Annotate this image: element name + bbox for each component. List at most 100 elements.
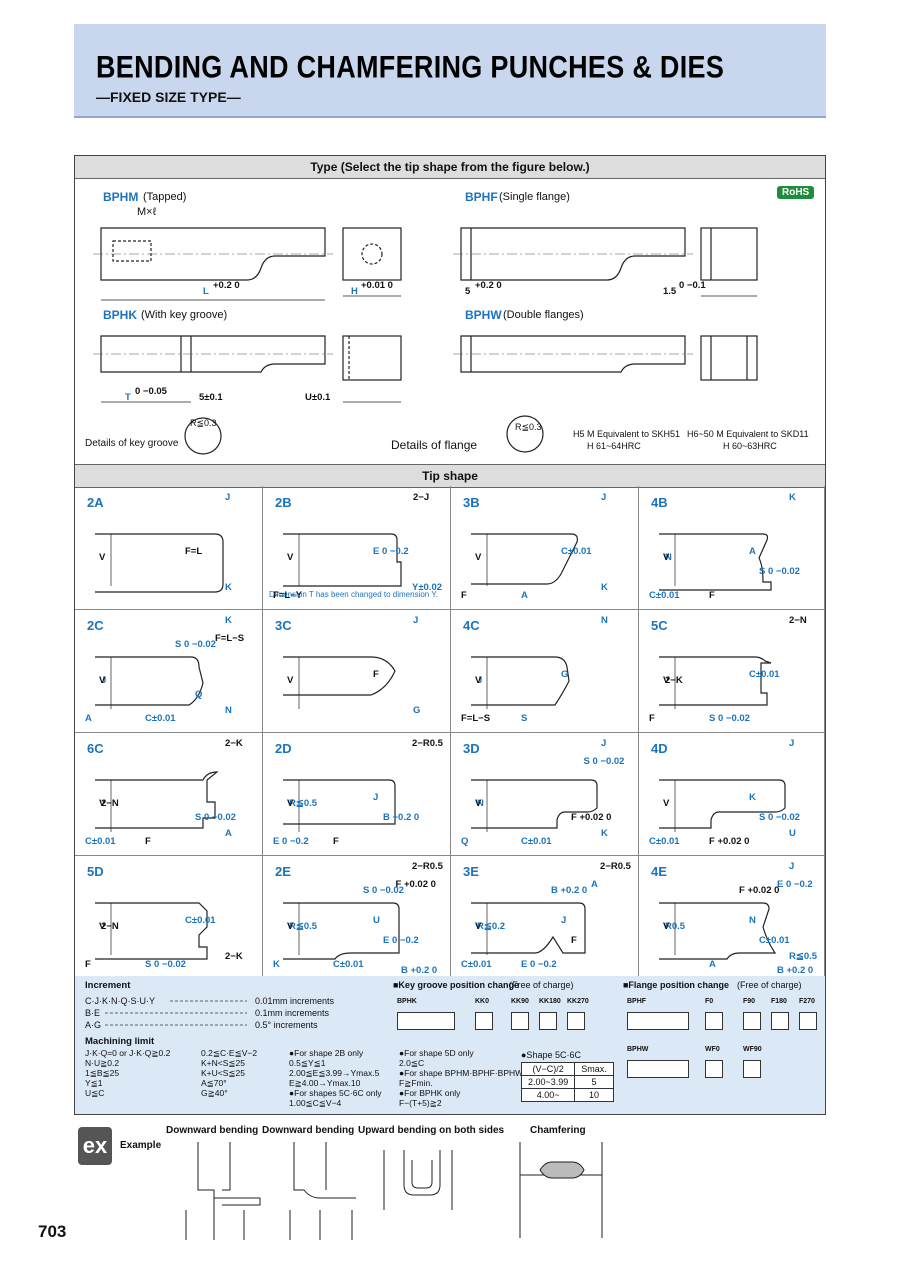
kg-option-label: KK270: [567, 998, 589, 1005]
tip-shape-drawing: [283, 656, 396, 709]
tip-label: 2−K: [665, 675, 683, 686]
kg-change-title: ■Key groove position change: [393, 980, 519, 990]
tip-label: E 0 −0.2: [373, 546, 409, 557]
tip-label: N: [749, 915, 756, 926]
tip-shape-drawing: [659, 533, 772, 591]
tip-label: J: [789, 861, 795, 872]
machining-col4-line: ●For shape 5D only: [399, 1048, 474, 1058]
bphk-desc: (With key groove): [141, 309, 228, 321]
tip-outline: [95, 533, 224, 593]
tip-label: V: [287, 552, 294, 563]
tip-label: R≦0.5: [289, 921, 318, 932]
tip-label: N: [601, 615, 608, 626]
tip-label: 2−N: [101, 921, 119, 932]
bphm-H-tol: +0.01 0: [361, 280, 393, 291]
flange-option-shape: [743, 1060, 761, 1078]
bphk-five: 5±0.1: [199, 392, 223, 403]
bphf-5: 5: [465, 286, 471, 297]
tip-outline: [283, 533, 402, 587]
flange-option-shape: [627, 1060, 689, 1078]
tip-label: S: [521, 713, 528, 724]
tip-code: 6C: [87, 741, 104, 756]
tip-label: K: [749, 792, 756, 803]
tip-label: B +0.2 0: [551, 885, 588, 896]
bphw-code: BPHW: [465, 308, 502, 322]
tip-label: S 0 −0.02: [759, 566, 800, 577]
tip-label: 2−R0.5: [412, 738, 443, 749]
tip-shape-drawing: [95, 771, 219, 832]
tip-label: F +0.02 0: [709, 836, 750, 847]
r03-b: R≦0.3: [515, 422, 542, 432]
kg-option-label: BPHK: [397, 998, 417, 1005]
machining-col2-line: K+U<S≦25: [201, 1068, 245, 1078]
tip-shape-drawing: [471, 779, 598, 832]
tip-label: K: [225, 615, 232, 626]
tip-label: F: [145, 836, 151, 847]
tip-code: 3E: [463, 864, 479, 879]
bphk-code: BPHK: [103, 308, 138, 322]
machining-col1-line: Y≦1: [85, 1078, 103, 1088]
fl-change-title: ■Flange position change: [623, 980, 729, 990]
tip-code: 4C: [463, 618, 480, 633]
example-cap-1: Downward bending: [262, 1125, 355, 1136]
tip-label: S 0 −0.02: [759, 812, 800, 823]
machining-col4-line: F−(T+5)≧2: [399, 1098, 442, 1108]
tip-label: V: [287, 921, 294, 932]
tip-outline: [471, 902, 586, 954]
tip-outline: [659, 656, 772, 706]
tip-code: 5D: [87, 864, 104, 879]
kg-option-label: KK90: [511, 998, 529, 1005]
tip-label: V: [287, 675, 294, 686]
tip-shape-drawing: [471, 656, 570, 709]
machining-col3-line: ●For shape 2B only: [289, 1048, 364, 1058]
tip-label: R≦0.5: [289, 798, 318, 809]
fl-change-note: (Free of charge): [737, 980, 802, 990]
tip-code: 3B: [463, 495, 480, 510]
machining-col3-line: 0.5≦Y≦1: [289, 1058, 326, 1068]
tip-label: N: [225, 705, 232, 716]
flange-option-shape: [771, 1012, 789, 1030]
spec-info-panel: Increment C·J·K·N·Q·S·U·Y 0.01mm increme…: [75, 976, 825, 1114]
tip-label: B +0.2 0: [777, 965, 814, 976]
machining-col1-line: 1≦B≦25: [85, 1068, 120, 1078]
tip-label: F +0.02 0: [739, 885, 780, 896]
machining-col4-line: 2.0≦C: [399, 1058, 425, 1068]
increment-arrows: [105, 1000, 247, 1026]
tip-label: 2−K: [225, 951, 243, 962]
tip-label: F=L−Y: [273, 590, 303, 601]
tip-label: K: [273, 959, 280, 970]
flange-option-label: WF90: [743, 1046, 762, 1053]
tip-label: J: [601, 492, 607, 503]
bphm-L-tol: +0.2 0: [213, 280, 240, 291]
tip-label: A: [85, 713, 92, 724]
machining-col3-line: 2.00≦E≦3.99→Ymax.5: [289, 1068, 380, 1078]
bphk-T-tol: 0 −0.05: [135, 386, 167, 397]
key-groove-detail: Details of key groove: [85, 438, 179, 449]
tip-label: A: [225, 828, 232, 839]
tip-label: U: [373, 915, 380, 926]
tip-label: J: [373, 792, 379, 803]
tip-label: C±0.01: [649, 836, 680, 847]
tip-label: J: [561, 915, 567, 926]
tip-label: V: [99, 921, 106, 932]
tip-label: C±0.01: [561, 546, 592, 557]
tip-outline: [95, 902, 208, 960]
flange-option-label: WF0: [705, 1046, 720, 1053]
tip-label: E 0 −0.2: [777, 879, 813, 890]
inc-2-b: 0.5° increments: [255, 1020, 318, 1030]
flange-option-label: F90: [743, 998, 756, 1005]
tip-label: E 0 −0.2: [521, 959, 557, 970]
machining-col1-line: J·K·Q=0 or J·K·Q≧0.2: [85, 1048, 171, 1058]
tip-label: N: [665, 552, 672, 563]
tip-label: F: [461, 590, 467, 601]
tip-label: V: [287, 798, 294, 809]
machining-title: Machining limit: [85, 1036, 155, 1047]
tip-label: F +0.02 0: [395, 879, 436, 890]
tip-label: F +0.02 0: [571, 812, 612, 823]
flange-option-label: BPHW: [627, 1046, 649, 1053]
tip-label: S 0 −0.02: [145, 959, 186, 970]
tip-label: S 0 −0.02: [363, 885, 404, 896]
